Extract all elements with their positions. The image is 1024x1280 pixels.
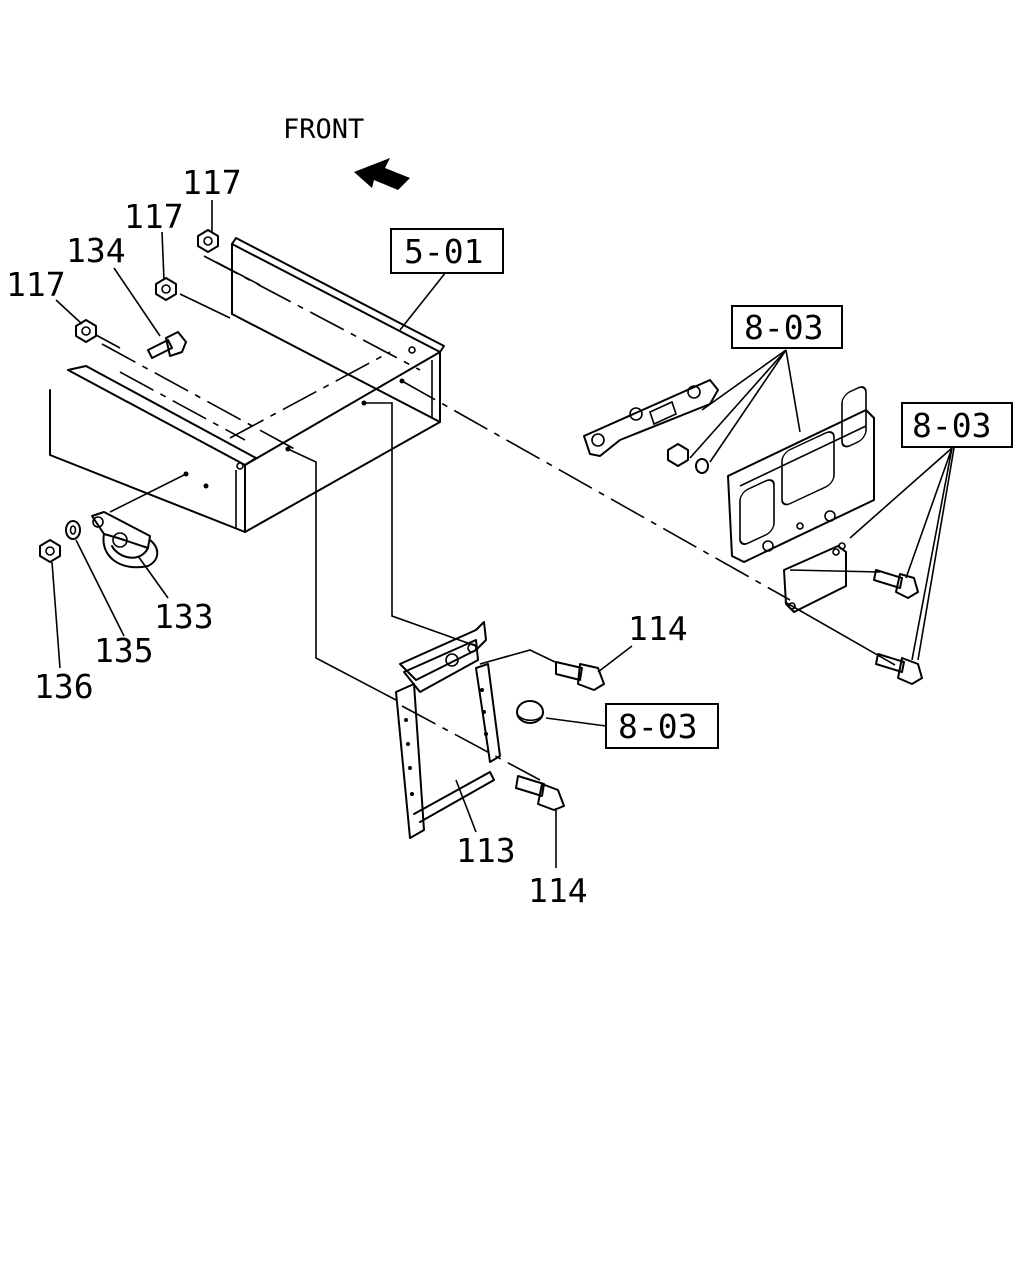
- front-label: FRONT: [283, 114, 364, 145]
- grommet: [516, 700, 544, 724]
- bolt-114-upper: [555, 661, 605, 691]
- part-label-134: 134: [66, 231, 126, 270]
- mounting-plate: [783, 522, 847, 613]
- lamp-bolt-upper: [873, 569, 919, 599]
- ref-box-8-03-top: [731, 305, 843, 349]
- callout-leaders: [51, 200, 955, 868]
- ref-box-8-03-right: [901, 402, 1013, 448]
- part-label-113: 113: [456, 831, 516, 870]
- washer-135: [65, 520, 81, 540]
- bolt-114-lower: [515, 775, 565, 811]
- ref-8-03-top[interactable]: 8-03: [744, 308, 823, 347]
- lamp-nut: [667, 443, 689, 467]
- combination-lamp: [727, 386, 875, 563]
- lamp-bolt-lower: [875, 653, 923, 685]
- part-label-114-lower: 114: [528, 871, 588, 910]
- ref-8-03-right[interactable]: 8-03: [912, 406, 991, 445]
- ref-8-03-lower[interactable]: 8-03: [618, 707, 697, 746]
- frame-rail: [49, 237, 445, 533]
- part-label-117-top: 117: [182, 163, 242, 202]
- nut-136: [39, 539, 61, 563]
- front-arrow-icon: [354, 158, 410, 190]
- bracket-113: [395, 621, 501, 839]
- part-label-136: 136: [34, 667, 94, 706]
- tow-hook-133: [91, 511, 159, 569]
- ref-box-5-01: [390, 228, 504, 274]
- part-label-117-middle: 117: [124, 197, 184, 236]
- part-label-135: 135: [94, 631, 154, 670]
- bolt-134: [147, 331, 187, 359]
- part-label-117-left: 117: [6, 265, 66, 304]
- assembly-leader-lines: [95, 255, 896, 781]
- nut-117-middle: [155, 277, 177, 301]
- nut-117-top: [197, 229, 219, 253]
- lamp-washer: [695, 458, 709, 474]
- part-label-133: 133: [154, 597, 214, 636]
- part-label-114-upper: 114: [628, 609, 688, 648]
- ref-5-01[interactable]: 5-01: [404, 232, 483, 271]
- nut-117-left: [75, 319, 97, 343]
- ref-box-8-03-lower: [605, 703, 719, 749]
- lamp-stay: [583, 379, 719, 457]
